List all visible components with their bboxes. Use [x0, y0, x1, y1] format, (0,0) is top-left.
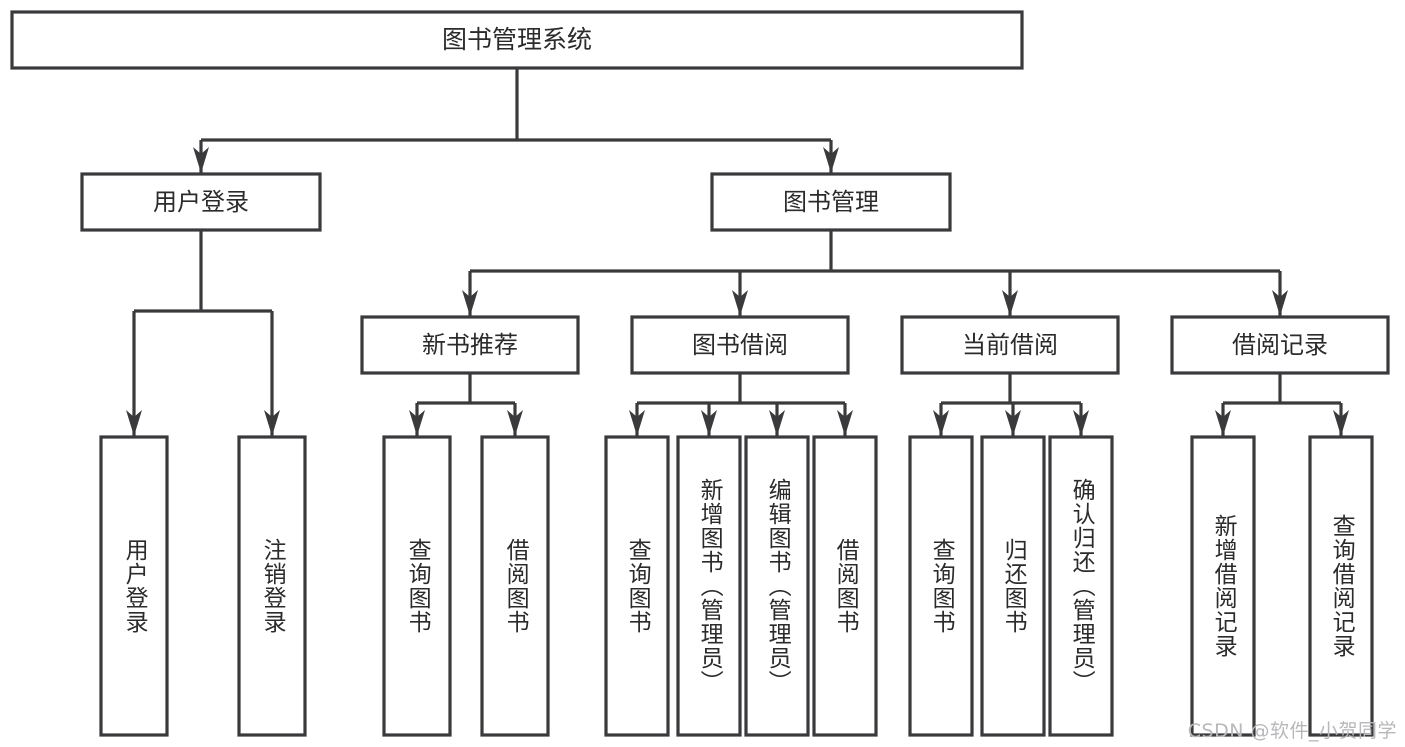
leaf-box-leaf-logout[interactable] [237, 435, 307, 737]
leaf-box-leaf-query-book-3[interactable] [908, 435, 974, 737]
arrow-head-icon [629, 410, 645, 436]
arrow-head-icon [193, 147, 209, 173]
arrow-head-icon [126, 410, 142, 436]
node-box-layer [10, 10, 1390, 737]
arrow-head-icon [462, 290, 478, 316]
connector-layer [126, 68, 1349, 436]
node-label-current-borrow: 当前借阅 [962, 331, 1058, 359]
leaf-box-leaf-query-book-2[interactable] [604, 435, 670, 737]
arrow-head-icon [1333, 410, 1349, 436]
arrow-head-icon [823, 147, 839, 173]
node-label-new-book-recommend: 新书推荐 [422, 331, 518, 359]
node-box-borrow-record[interactable] [1170, 315, 1390, 375]
arrow-head-icon [837, 410, 853, 436]
leaf-box-leaf-borrow-book-1[interactable] [480, 435, 550, 737]
node-box-book-manage[interactable] [710, 172, 952, 232]
node-label-borrow-record: 借阅记录 [1232, 331, 1328, 359]
leaf-box-leaf-add-record[interactable] [1190, 435, 1256, 737]
arrow-head-icon [1002, 290, 1018, 316]
arrow-head-icon [1215, 410, 1231, 436]
node-label-book-manage: 图书管理 [783, 188, 879, 216]
leaf-box-leaf-user-login[interactable] [99, 435, 169, 737]
leaf-box-leaf-return-book[interactable] [980, 435, 1046, 737]
node-title-box[interactable] [10, 10, 1024, 70]
leaf-box-leaf-borrow-book-2[interactable] [812, 435, 878, 737]
leaf-box-leaf-add-book[interactable] [676, 435, 742, 737]
leaf-box-leaf-confirm-return[interactable] [1048, 435, 1114, 737]
node-title-label: 图书管理系统 [442, 25, 592, 54]
leaf-box-leaf-edit-book[interactable] [744, 435, 810, 737]
arrow-head-icon [264, 410, 280, 436]
arrow-head-icon [933, 410, 949, 436]
node-box-new-book-recommend[interactable] [360, 315, 580, 375]
node-label-user-login: 用户登录 [153, 188, 249, 216]
node-label-book-borrow: 图书借阅 [692, 331, 788, 359]
node-box-user-login[interactable] [80, 172, 322, 232]
node-box-current-borrow[interactable] [900, 315, 1120, 375]
arrow-head-icon [701, 410, 717, 436]
arrow-head-icon [1272, 290, 1288, 316]
arrow-head-icon [769, 410, 785, 436]
arrow-head-icon [1005, 410, 1021, 436]
arrow-head-icon [409, 410, 425, 436]
watermark: CSDN @软件_小贺同学 [1187, 720, 1397, 742]
arrow-head-icon [732, 290, 748, 316]
leaf-box-leaf-query-record[interactable] [1308, 435, 1374, 737]
arrow-head-icon [507, 410, 523, 436]
node-box-book-borrow[interactable] [630, 315, 850, 375]
arrow-head-icon [1073, 410, 1089, 436]
leaf-box-leaf-query-book-1[interactable] [382, 435, 452, 737]
